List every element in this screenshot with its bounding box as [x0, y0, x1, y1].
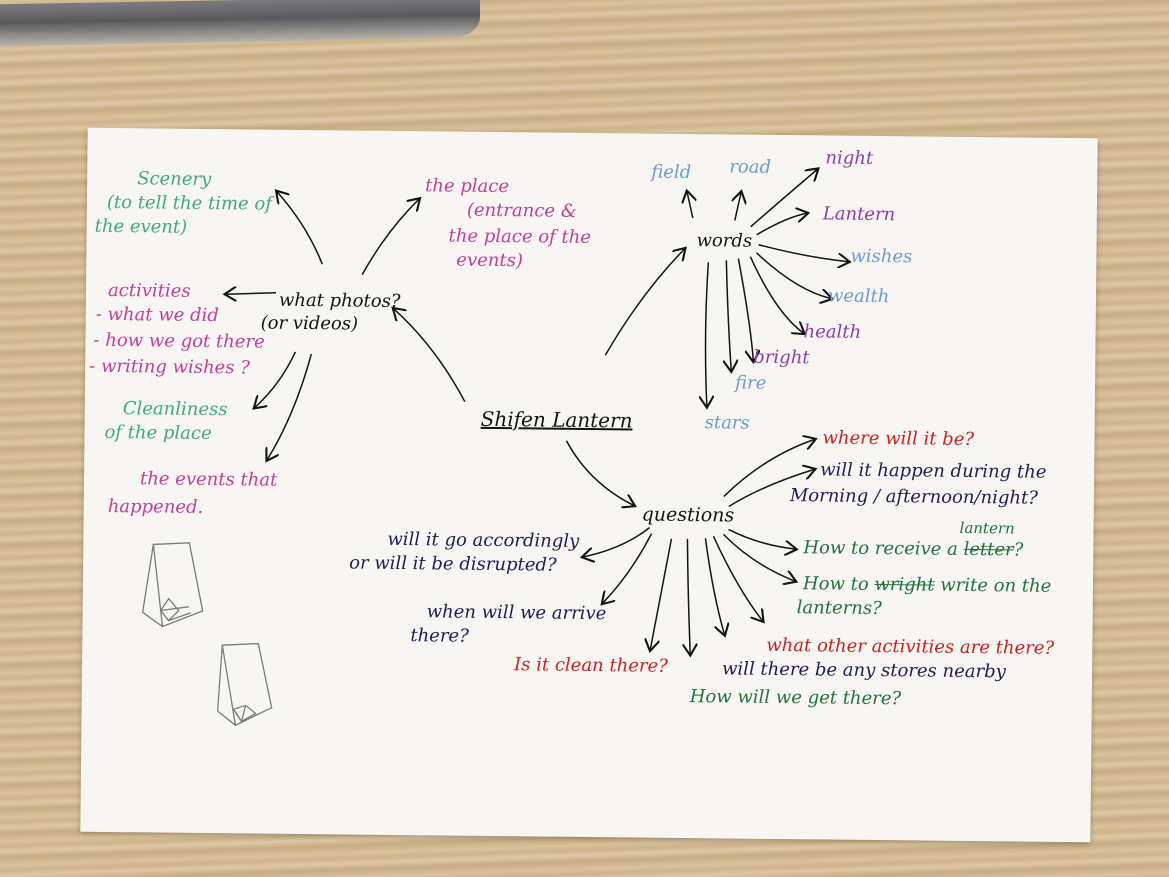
q-arrive-line2: there? — [410, 625, 469, 647]
word-wealth: wealth — [827, 285, 890, 308]
activities-line2: - what we did — [95, 303, 219, 327]
q-write-prefix: How to — [802, 573, 869, 595]
q-write-line2: lanterns? — [796, 597, 882, 620]
arrow-q-happen — [728, 468, 814, 508]
q-arrive-line1: when will we arrive — [426, 601, 607, 625]
word-lantern: Lantern — [822, 203, 896, 226]
arrow-q-accordingly — [583, 527, 651, 558]
arrow-center-photos — [393, 309, 466, 403]
word-fire: fire — [734, 372, 767, 394]
arrow-q-clean — [650, 538, 673, 650]
arrow-center-questions — [565, 440, 635, 506]
q-write: How to wright write on the — [803, 573, 1052, 598]
word-field: field — [651, 161, 692, 184]
q-get-there: How will we get there? — [689, 686, 902, 710]
arrow-photos-events — [267, 353, 313, 460]
activities-line4: - writing wishes ? — [89, 355, 250, 379]
arrow-center-words — [604, 248, 684, 356]
photos-title: what photos? — [278, 289, 401, 313]
q-receive: How to receive a letter? — [803, 537, 1023, 561]
word-wishes: wishes — [850, 245, 913, 268]
q-receive-prefix: How to receive a — [803, 537, 958, 560]
lantern-sketch-icon — [141, 542, 204, 628]
events-label: the events that — [139, 468, 278, 491]
q-accordingly-line2: or will it be disrupted? — [349, 552, 557, 576]
arrow-q-receive — [728, 528, 795, 549]
arrow-q-gettherepath — [686, 539, 691, 654]
arrow-words-wealth — [755, 252, 831, 299]
place-line4: events) — [456, 249, 524, 272]
arrow-photos-activities — [226, 292, 277, 295]
arrow-q-other — [712, 535, 764, 621]
word-road: road — [729, 156, 772, 178]
arrow-words-night — [750, 169, 818, 228]
q-other: what other activities are there? — [766, 634, 1055, 659]
cleanliness-line2: of the place — [104, 421, 212, 445]
arrow-photos-cleanliness — [255, 351, 297, 407]
word-bright: bright — [753, 346, 810, 369]
q-stores: will there be any stores nearby — [721, 658, 1006, 683]
arrow-photos-scenery — [276, 192, 323, 265]
place-line2: (entrance & — [466, 199, 577, 222]
laptop-edge — [0, 0, 480, 47]
arrow-q-write — [722, 533, 795, 581]
words-title: words — [696, 230, 753, 252]
word-stars: stars — [704, 412, 750, 434]
arrow-q-stores — [704, 538, 725, 634]
arrow-words-wishes — [758, 244, 848, 262]
questions-title: questions — [641, 503, 735, 527]
center-topic: Shifen Lantern — [480, 406, 633, 433]
arrow-words-road — [735, 193, 741, 221]
arrow-words-health — [749, 256, 805, 334]
word-health: health — [803, 321, 862, 343]
scenery-line2: (to tell the time of — [106, 191, 273, 215]
arrow-words-bright — [737, 258, 754, 361]
q-receive-insert: lantern — [959, 518, 1015, 538]
arrow-q-where — [723, 438, 815, 497]
mind-map-paper: Shifen Lantern what photos? (or videos) … — [80, 127, 1098, 843]
scenery-line3: the event) — [94, 215, 188, 238]
place-line3: the place of the — [448, 225, 592, 249]
q-write-struck: wright — [874, 573, 935, 596]
activities-label: activities — [107, 279, 191, 302]
arrow-words-lantern — [756, 213, 807, 236]
arrow-words-fire — [725, 260, 732, 370]
place-label: the place — [425, 175, 510, 198]
q-accordingly-line1: will it go accordingly — [387, 528, 580, 552]
arrows-layer — [80, 128, 1097, 843]
arrow-words-stars — [705, 262, 709, 406]
q-receive-end: ? — [1013, 539, 1024, 561]
q-happen-line1: will it happen during the — [820, 459, 1047, 483]
arrow-q-arrive — [603, 533, 653, 603]
q-where: where will it be? — [822, 427, 975, 451]
q-clean: Is it clean there? — [514, 654, 668, 677]
activities-line3: - how we got there — [93, 329, 265, 353]
arrow-photos-place — [361, 199, 419, 275]
scenery-label: Scenery — [137, 168, 212, 191]
arrow-words-field — [687, 192, 693, 219]
q-write-rest: write on the — [940, 574, 1052, 597]
word-night: night — [825, 147, 874, 169]
events-line2: happened. — [107, 495, 204, 518]
q-happen-line2: Morning / afternoon/night? — [789, 485, 1039, 509]
q-receive-struck: letter — [963, 538, 1014, 561]
photos-subtitle: (or videos) — [260, 312, 359, 335]
lantern-sketch-icon — [216, 642, 273, 727]
cleanliness-label: Cleanliness — [122, 398, 228, 421]
